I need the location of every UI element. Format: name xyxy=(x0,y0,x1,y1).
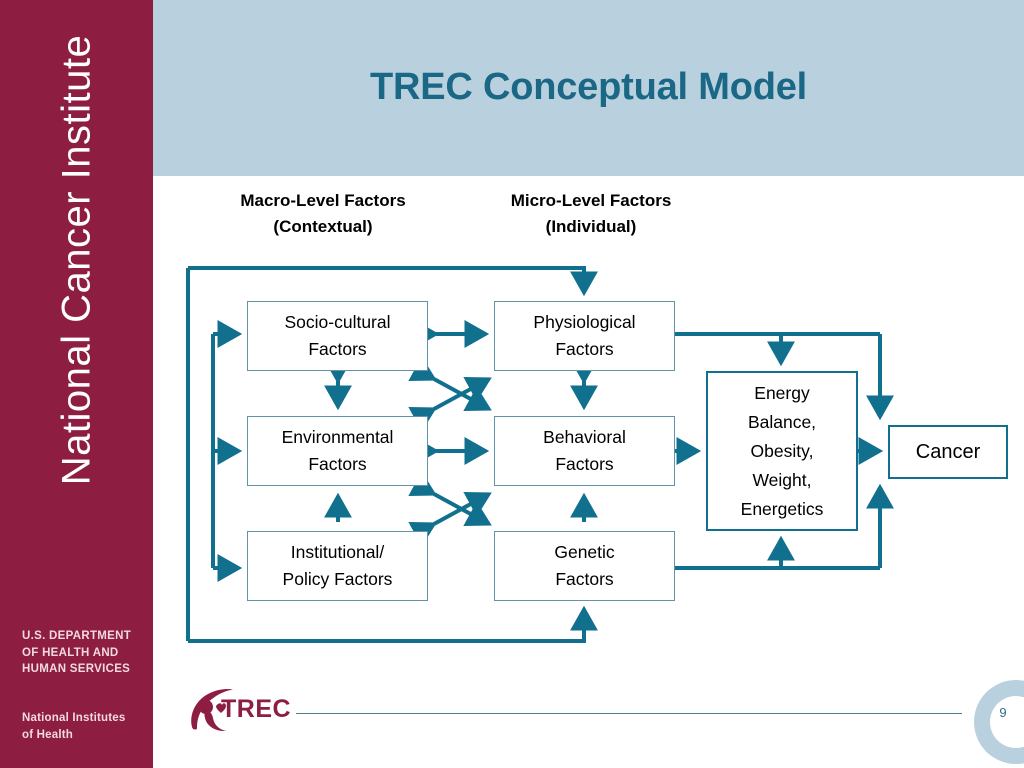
footer-divider xyxy=(296,713,962,714)
node-behav-line-2: Factors xyxy=(555,454,614,474)
node-socio-line-1: Socio-cultural xyxy=(284,312,391,332)
node-energy-line-4: Weight, xyxy=(752,469,812,490)
loop-top-to-physiological xyxy=(188,266,598,297)
node-env-line-1: Environmental xyxy=(281,427,394,447)
node-socio-cultural-factors[interactable]: Socio-cultural Factors xyxy=(247,301,428,371)
node-institutional-policy-factors[interactable]: Institutional/ Policy Factors xyxy=(247,531,428,601)
header-band xyxy=(153,0,1024,176)
node-environmental-factors[interactable]: Environmental Factors xyxy=(247,416,428,486)
page-number: 9 xyxy=(999,705,1007,720)
node-genetic-line-2: Factors xyxy=(555,569,614,589)
node-env-line-2: Factors xyxy=(308,454,367,474)
node-physiological-factors[interactable]: Physiological Factors xyxy=(494,301,675,371)
department-line-1: U.S. DEPARTMENT xyxy=(22,630,132,642)
page-number-ring-inner xyxy=(990,696,1024,748)
node-cancer-label: Cancer xyxy=(915,440,981,463)
node-socio-line-2: Factors xyxy=(308,339,367,359)
trec-logo-head xyxy=(199,700,213,714)
department-block: U.S. DEPARTMENT OF HEALTH AND HUMAN SERV… xyxy=(22,628,131,678)
node-genetic-factors[interactable]: Genetic Factors xyxy=(494,531,675,601)
node-energy-line-2: Balance, xyxy=(747,411,817,432)
node-energy-balance-obesity-weight-energetics[interactable]: Energy Balance, Obesity, Weight, Energet… xyxy=(706,371,858,531)
macro-heading-line-2: (Contextual) xyxy=(273,217,373,236)
agency-line-1: National Institutes xyxy=(22,712,126,724)
arrow-environmental-physiological xyxy=(408,377,492,432)
agency-block: National Institutes of Health xyxy=(22,710,125,743)
trec-logo-heart-icon xyxy=(216,703,226,713)
loop-bottom-to-genetic xyxy=(188,605,598,643)
micro-heading-line-1: Micro-Level Factors xyxy=(510,191,672,210)
node-behavioral-factors[interactable]: Behavioral Factors xyxy=(494,416,675,486)
department-line-2: OF HEALTH AND xyxy=(22,646,119,659)
trec-logo: TREC xyxy=(186,682,294,734)
node-inst-line-2: Policy Factors xyxy=(282,569,393,589)
node-cancer[interactable]: Cancer xyxy=(888,425,1008,479)
macro-level-heading: Macro-Level Factors (Contextual) xyxy=(190,188,456,240)
node-behav-line-1: Behavioral xyxy=(543,427,626,447)
micro-heading-line-2: (Individual) xyxy=(545,217,637,236)
node-physio-line-1: Physiological xyxy=(533,312,636,332)
page-title: TREC Conceptual Model xyxy=(369,66,808,108)
arrow-institutional-behavioral xyxy=(408,492,492,547)
trec-logo-text: TREC xyxy=(221,695,291,723)
node-energy-line-3: Obesity, xyxy=(750,440,814,461)
sidebar: National Cancer Institute U.S. DEPARTMEN… xyxy=(0,0,153,768)
node-energy-line-1: Energy xyxy=(754,382,810,403)
trec-logo-arc xyxy=(191,688,233,730)
agency-line-2: of Health xyxy=(22,728,73,741)
node-inst-line-1: Institutional/ xyxy=(290,542,385,562)
node-physio-line-2: Factors xyxy=(555,339,614,359)
department-line-3: HUMAN SERVICES xyxy=(22,663,131,675)
node-genetic-line-1: Genetic xyxy=(554,542,615,562)
node-energy-line-5: Energetics xyxy=(740,498,824,519)
trec-logo-leg xyxy=(204,710,226,732)
micro-level-heading: Micro-Level Factors (Individual) xyxy=(458,188,724,240)
trec-logo-mark: TREC xyxy=(191,688,291,732)
macro-heading-line-1: Macro-Level Factors xyxy=(240,191,406,210)
